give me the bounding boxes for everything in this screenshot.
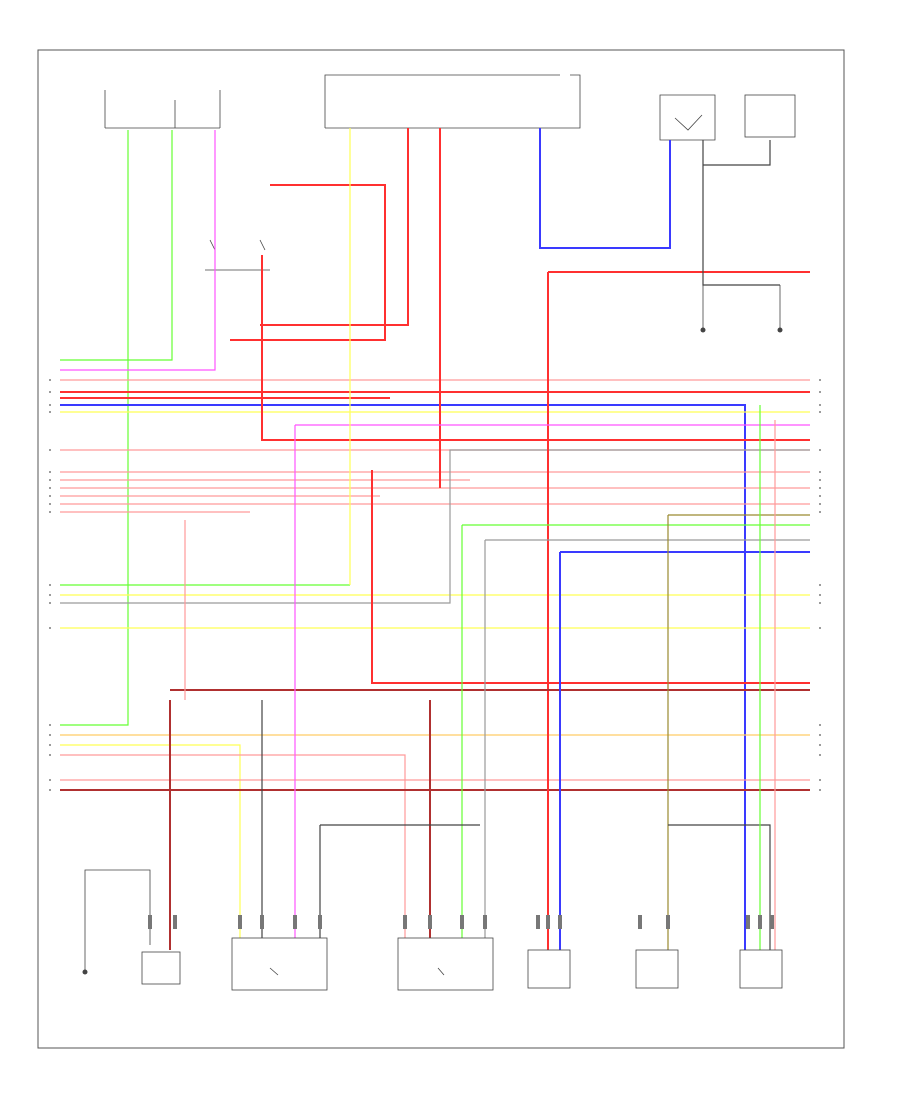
connector-pin-5: [293, 915, 297, 929]
wire-green-2: [60, 130, 173, 361]
left-edge-marker-11: [49, 511, 51, 513]
left-edge-marker-19: [49, 754, 51, 756]
left-edge-marker-21: [49, 789, 51, 791]
bottom-component-4: [527, 949, 571, 989]
wire-gray-18: [60, 449, 810, 604]
wire-blue-7: [60, 404, 746, 950]
left-edge-marker-5: [49, 449, 51, 451]
connector-pin-17: [758, 915, 762, 929]
wire-pink-22: [60, 754, 406, 950]
right-edge-marker-8: [819, 487, 821, 489]
left-edge-marker-12: [49, 584, 51, 586]
top-switch-box: [659, 94, 716, 141]
bottom-component-3: [397, 937, 494, 991]
connector-pin-7: [403, 915, 407, 929]
connector-pin-14: [638, 915, 642, 929]
wire-black-51: [703, 140, 771, 166]
wire-black-47: [668, 824, 771, 950]
connector-pin-3: [238, 915, 242, 929]
connector-pin-6: [318, 915, 322, 929]
right-edge-marker-14: [819, 602, 821, 604]
connector-pin-1: [148, 915, 152, 929]
wire-red-26: [260, 128, 409, 326]
wire-green-1: [60, 130, 129, 726]
connector-pin-18: [770, 915, 774, 929]
right-edge-marker-10: [819, 503, 821, 505]
wire-black-50: [702, 140, 780, 286]
ground-symbol-2: [777, 285, 783, 333]
ground-symbol-3: [82, 869, 151, 975]
connector-pin-4: [260, 915, 264, 929]
connector-pin-9: [460, 915, 464, 929]
left-edge-marker-16: [49, 724, 51, 726]
ground-symbol-1: [700, 285, 706, 333]
right-edge-marker-15: [819, 627, 821, 629]
right-edge-marker-18: [819, 744, 821, 746]
left-edge-marker-1: [49, 379, 51, 381]
right-edge-marker-1: [819, 379, 821, 381]
bottom-component-5: [635, 949, 679, 989]
connector-pin-12: [546, 915, 550, 929]
top-fuse-block-left: [104, 90, 221, 129]
right-edge-marker-21: [819, 789, 821, 791]
top-fuse-block-center: [324, 74, 581, 129]
left-edge-marker-2: [49, 391, 51, 393]
top-relay-box: [744, 94, 796, 138]
right-edge-marker-6: [819, 471, 821, 473]
left-edge-marker-18: [49, 744, 51, 746]
right-edge-marker-3: [819, 404, 821, 406]
wire-layer: [60, 128, 810, 950]
connector-pin-15: [666, 915, 670, 929]
connector-pin-8: [428, 915, 432, 929]
left-edge-marker-3: [49, 404, 51, 406]
right-edge-marker-9: [819, 495, 821, 497]
left-edge-marker-7: [49, 479, 51, 481]
wire-red-27: [261, 255, 810, 441]
connector-pin-2: [173, 915, 177, 929]
wire-magenta-3: [60, 130, 216, 371]
wire-yellow-21: [60, 744, 241, 950]
center-relay: [205, 239, 270, 271]
left-edge-marker-9: [49, 495, 51, 497]
left-edge-marker-10: [49, 503, 51, 505]
left-edge-marker-15: [49, 627, 51, 629]
right-edge-marker-20: [819, 779, 821, 781]
left-edge-marker-20: [49, 779, 51, 781]
right-edge-marker-19: [819, 754, 821, 756]
wire-blue-29: [539, 128, 671, 249]
left-edge-marker-17: [49, 734, 51, 736]
right-edge-marker-12: [819, 584, 821, 586]
left-edge-marker-13: [49, 594, 51, 596]
bottom-component-1: [141, 951, 181, 985]
diagram-frame: [37, 49, 845, 1049]
bottom-component-2: [231, 937, 328, 991]
left-edge-marker-8: [49, 487, 51, 489]
left-edge-marker-14: [49, 602, 51, 604]
right-edge-marker-16: [819, 724, 821, 726]
right-edge-marker-17: [819, 734, 821, 736]
connector-pin-13: [558, 915, 562, 929]
connector-pin-10: [483, 915, 487, 929]
connector-pin-11: [536, 915, 540, 929]
right-edge-marker-4: [819, 411, 821, 413]
connector-pin-16: [746, 915, 750, 929]
right-edge-marker-11: [819, 511, 821, 513]
right-edge-marker-13: [819, 594, 821, 596]
left-edge-marker-4: [49, 411, 51, 413]
right-edge-marker-7: [819, 479, 821, 481]
edge-markers: [49, 379, 821, 791]
left-edge-marker-6: [49, 471, 51, 473]
right-edge-marker-5: [819, 449, 821, 451]
wire-red-25: [230, 184, 386, 341]
right-edge-marker-2: [819, 391, 821, 393]
wire-red-32: [371, 470, 810, 684]
bottom-component-6: [739, 949, 783, 989]
